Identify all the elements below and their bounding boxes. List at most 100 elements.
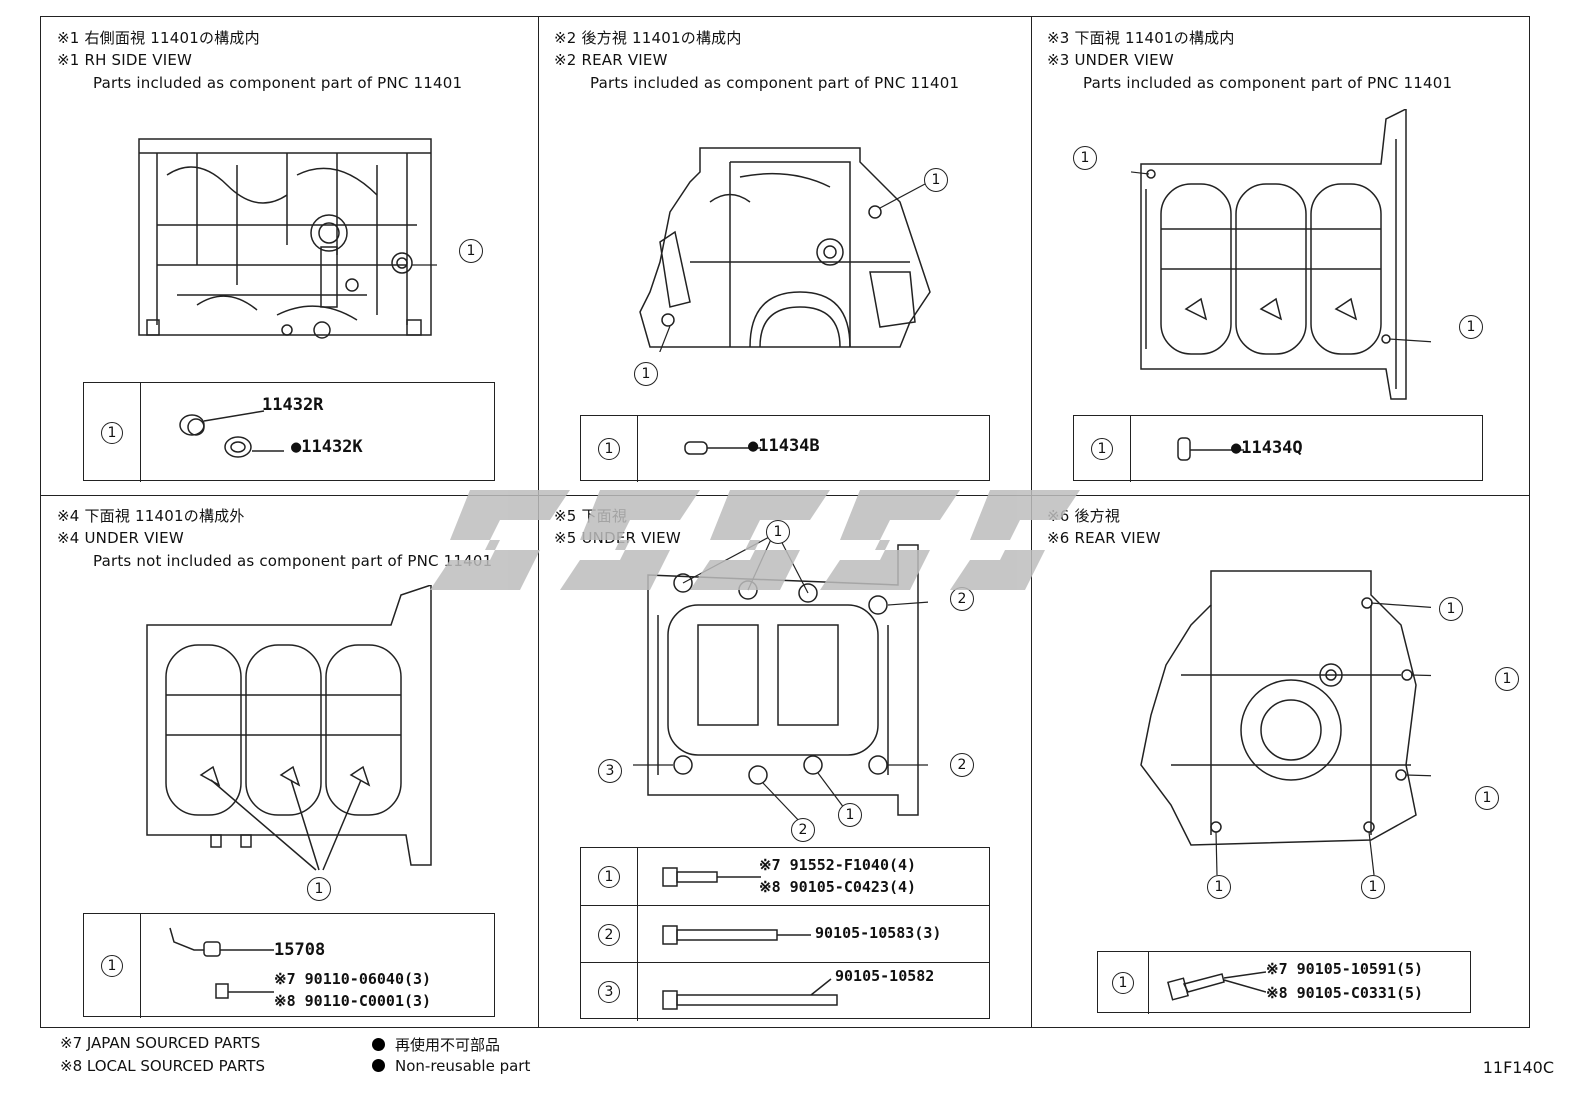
parts-legend: 1 ●11434Q: [1073, 415, 1483, 482]
callout-1: 1: [1073, 146, 1097, 170]
diagram-code: 11F140C: [1482, 1058, 1554, 1077]
legend-text: 再使用不可部品: [395, 1036, 501, 1054]
callout-1: 1: [1207, 875, 1231, 899]
engine-block-under-drawing: [146, 585, 432, 871]
part-number: ※7 90105-10591(5): [1266, 960, 1424, 978]
legend-index: 1: [84, 383, 141, 482]
callout-2: 2: [950, 753, 974, 777]
callout-1: 1: [924, 168, 948, 192]
callout-3: 3: [598, 759, 622, 783]
flange-bolt-icon: [662, 867, 761, 887]
panel-under-view-not-included: ※4 下面視 11401の構成外 ※4 UNDER VIEW Parts not…: [41, 495, 538, 1029]
part-number: 11432R: [262, 395, 324, 415]
index-number: 1: [1091, 438, 1113, 460]
diagram-sheet: ※1 右側面視 11401の構成内 ※1 RH SIDE VIEW Parts …: [40, 16, 1530, 1028]
legend-index: 2: [581, 906, 638, 963]
parts-legend: 1 ※7 91552-F1040(4) ※8 90105-C0423(4) 2 …: [580, 847, 990, 1021]
index-number: 1: [598, 438, 620, 460]
panel-title-en: ※3 UNDER VIEW: [1047, 51, 1174, 69]
nonreusable-legend-en: Non-reusable part: [372, 1057, 530, 1075]
part-number: ●11434Q: [1231, 438, 1303, 458]
panel-title-en: ※1 RH SIDE VIEW: [57, 51, 193, 69]
callout-2: 2: [791, 818, 815, 842]
filled-dot-icon: [372, 1059, 385, 1072]
parts-legend: 1 ※7 90105-10591(5) ※8 90105-C0331(5): [1097, 951, 1471, 1014]
legend-index: 3: [581, 963, 638, 1021]
dowel-pin-icon: [684, 441, 761, 455]
legend-text: Non-reusable part: [395, 1057, 531, 1075]
legend-index: 1: [84, 914, 141, 1018]
engine-block-rear-drawing: [639, 147, 931, 352]
watermark-logo: [430, 490, 1080, 590]
callout-1: 1: [838, 803, 862, 827]
index-number: 3: [598, 981, 620, 1003]
callout-1: 1: [1459, 315, 1483, 339]
legend-row: 1 ※7 90105-10591(5) ※8 90105-C0331(5): [1098, 952, 1470, 1014]
index-number: 1: [101, 955, 123, 977]
callout-2: 2: [950, 587, 974, 611]
legend-row: 2 90105-10583(3): [581, 905, 989, 963]
parts-legend: 1 11432R ●11432K: [83, 382, 495, 482]
panel-under-view-included: ※3 下面視 11401の構成内 ※3 UNDER VIEW Parts inc…: [1031, 17, 1531, 495]
callout-1: 1: [307, 877, 331, 901]
panel-title-jp: ※4 下面視 11401の構成外: [57, 507, 245, 525]
panel-title-jp: ※2 後方視 11401の構成内: [554, 29, 742, 47]
panel-rear-view-bolts: ※6 後方視 ※6 REAR VIEW 1 1 1 1 1 1: [1031, 495, 1531, 1029]
part-number: ※7 90110-06040(3): [274, 970, 432, 988]
panel-rear-view: ※2 後方視 11401の構成内 ※2 REAR VIEW Parts incl…: [538, 17, 1031, 495]
legend-index: 1: [581, 848, 638, 905]
divider: [1031, 17, 1032, 1027]
callout-1: 1: [1475, 786, 1499, 810]
legend-row: 1 ※7 91552-F1040(4) ※8 90105-C0423(4): [581, 848, 989, 905]
long-bolt-icon: [662, 925, 811, 945]
footnote-japan: ※7 JAPAN SOURCED PARTS: [60, 1034, 261, 1052]
panel-title-en: ※4 UNDER VIEW: [57, 529, 184, 547]
engine-block-rh-side-drawing: [138, 138, 437, 339]
part-number: ●11432K: [291, 437, 363, 457]
panel-title-jp: ※3 下面視 11401の構成内: [1047, 29, 1235, 47]
legend-row: 1 15708 ※7 90110-06040(3) ※8 90110-C0001…: [84, 914, 494, 1018]
long-bolt-icon: [662, 978, 838, 1010]
legend-row: 1 ●11434Q: [1074, 416, 1482, 482]
callout-1: 1: [1361, 875, 1385, 899]
panel-title-jp: ※1 右側面視 11401の構成内: [57, 29, 260, 47]
parts-legend: 1 ●11434B: [580, 415, 990, 482]
engine-block-rear-drawing: [1140, 570, 1431, 876]
footnote-local: ※8 LOCAL SOURCED PARTS: [60, 1057, 265, 1075]
part-number: 15708: [274, 940, 326, 960]
parts-legend: 1 15708 ※7 90110-06040(3) ※8 90110-C0001…: [83, 913, 495, 1018]
part-number: 90105-10582: [835, 967, 935, 985]
part-number: ※8 90105-C0331(5): [1266, 984, 1424, 1002]
panel-title-en: ※2 REAR VIEW: [554, 51, 668, 69]
flange-bolt-icon: [1167, 971, 1266, 1001]
index-number: 1: [598, 865, 620, 888]
legend-index: 1: [581, 416, 638, 482]
legend-row: 1 ●11434B: [581, 416, 989, 482]
index-number: 2: [598, 923, 620, 946]
plug-and-gasket-icon: [179, 410, 284, 458]
panel-subtitle: Parts not included as component part of …: [93, 552, 493, 570]
part-number: ※8 90110-C0001(3): [274, 992, 432, 1010]
filled-dot-icon: [372, 1038, 385, 1051]
part-number: ※8 90105-C0423(4): [759, 878, 917, 896]
panel-subtitle: Parts included as component part of PNC …: [1083, 74, 1453, 92]
callout-1: 1: [459, 239, 483, 263]
legend-row: 3 90105-10582: [581, 962, 989, 1021]
panel-under-view-bolts: ※5 下面視 ※5 UNDER VIEW 1 2 2 3 1 2: [538, 495, 1031, 1029]
index-number: 1: [1112, 972, 1134, 994]
legend-index: 1: [1098, 952, 1149, 1014]
panel-subtitle: Parts included as component part of PNC …: [93, 74, 463, 92]
divider: [538, 17, 539, 1027]
legend-index: 1: [1074, 416, 1131, 482]
panel-rh-side-view: ※1 右側面視 11401の構成内 ※1 RH SIDE VIEW Parts …: [41, 17, 538, 495]
dowel-pin-icon: [1177, 437, 1244, 461]
panel-title-en: ※6 REAR VIEW: [1047, 529, 1161, 547]
engine-block-under-drawing: [1131, 109, 1431, 400]
part-number: ●11434B: [748, 436, 820, 456]
callout-1: 1: [1439, 597, 1463, 621]
nonreusable-legend-jp: 再使用不可部品: [372, 1034, 500, 1055]
panel-subtitle: Parts included as component part of PNC …: [590, 74, 960, 92]
callout-1: 1: [1495, 667, 1519, 691]
legend-row: 1 11432R ●11432K: [84, 383, 494, 482]
callout-1: 1: [634, 362, 658, 386]
